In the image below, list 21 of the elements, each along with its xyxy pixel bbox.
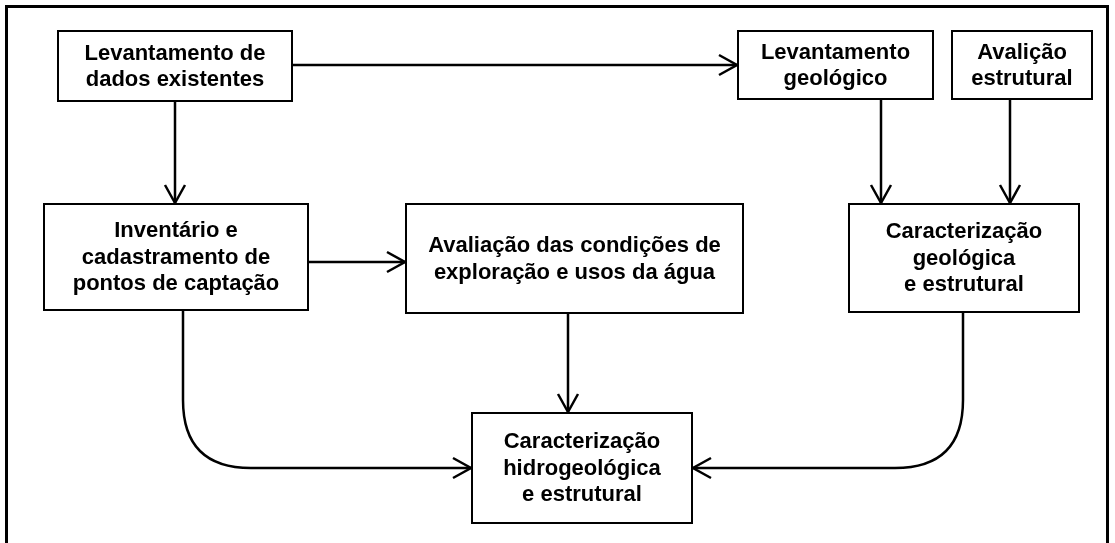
box-label: Avalição estrutural (970, 38, 1074, 92)
arrow (998, 100, 1022, 205)
process-box (471, 412, 693, 524)
box-label: Levantamento geológico (759, 38, 912, 92)
process-box (43, 203, 309, 311)
box-label: Levantamento de dados existentes (83, 39, 267, 93)
box-label: Caracterização geológica e estrutural (884, 218, 1044, 298)
process-box (405, 203, 744, 314)
arrow (293, 53, 739, 77)
arrow (309, 250, 407, 274)
arrow (556, 314, 580, 414)
process-box (57, 30, 293, 102)
box-label: Inventário e cadastramento de pontos de captação (71, 217, 281, 297)
arrow (869, 100, 893, 205)
arrow (163, 102, 187, 205)
box-label: Avaliação das condições de exploração e usos da água (427, 232, 722, 285)
process-box (737, 30, 934, 100)
process-box (848, 203, 1080, 313)
arrow (181, 311, 473, 480)
process-box (951, 30, 1093, 100)
box-label: Caracterização hidrogeológica e estrutural (502, 428, 662, 508)
